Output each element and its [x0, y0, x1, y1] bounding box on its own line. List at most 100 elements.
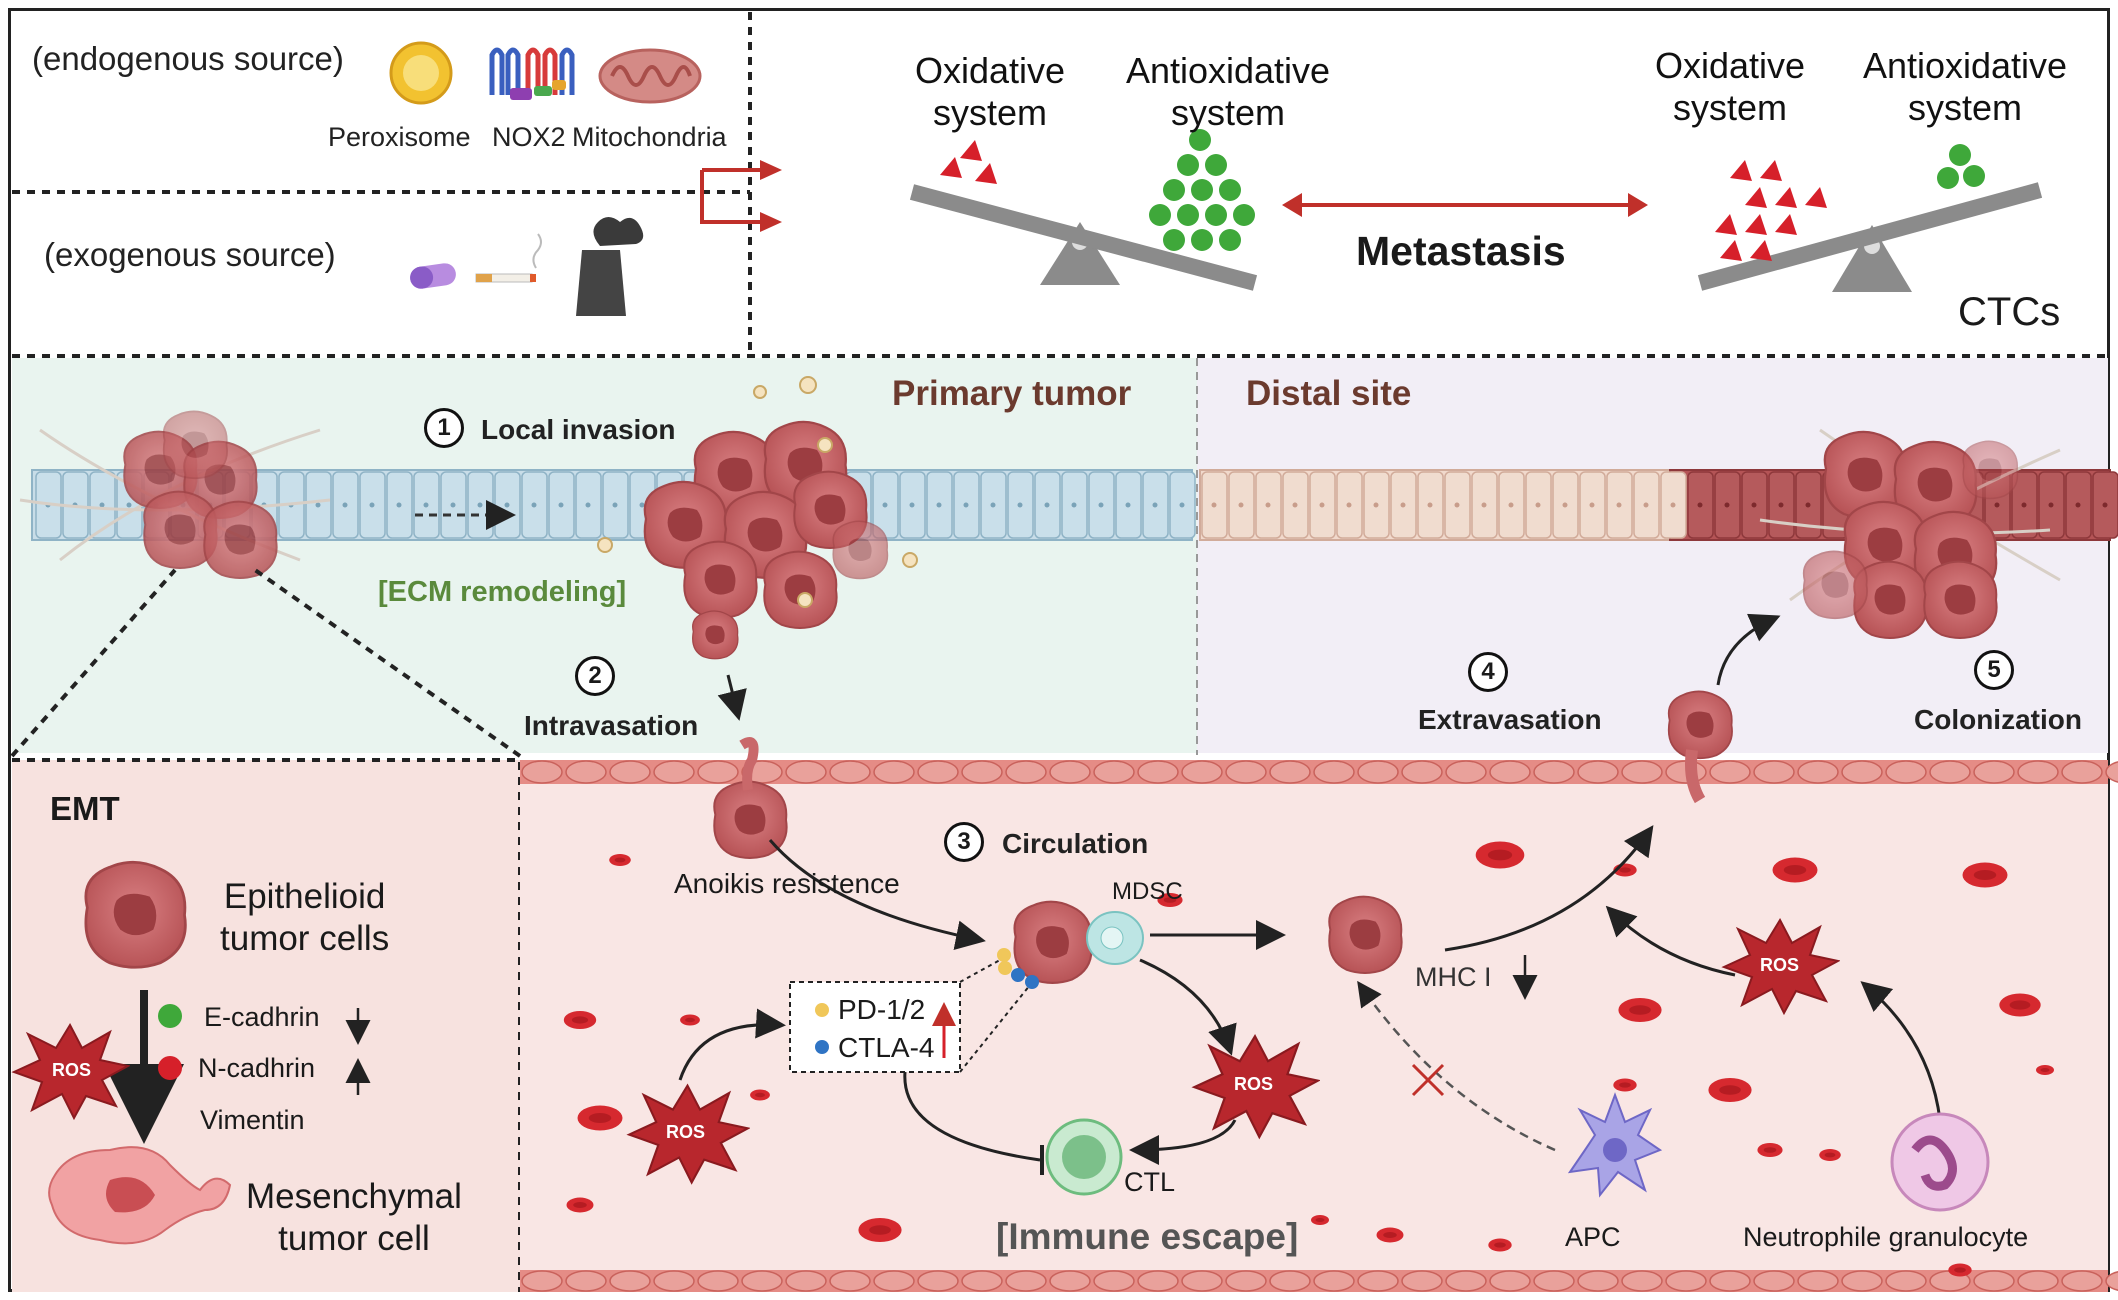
red-blood-cell [1376, 1227, 1404, 1243]
endothelial-cell [961, 1270, 1003, 1292]
mitochondria-label: Mitochondria [572, 122, 727, 152]
nox2-icon [489, 47, 575, 100]
endothelial-cell [1005, 760, 1047, 784]
ecm-remodeling-label: [ECM remodeling] [378, 576, 627, 608]
endothelial-cell [1885, 760, 1927, 784]
step-2-badge: 2 [575, 656, 615, 696]
endogenous-label: (endogenous source) [32, 40, 344, 77]
balance-right [1697, 144, 2043, 292]
endothelial-cell [1401, 760, 1443, 784]
endothelial-cell [1049, 760, 1091, 784]
oxidative-label-right: Oxidative system [1654, 45, 1806, 128]
red-blood-cell [1819, 1149, 1841, 1161]
red-blood-cell [2036, 1065, 2054, 1075]
balance-left [909, 129, 1258, 291]
ctcs-label: CTCs [1958, 290, 2061, 334]
distal-site-title: Distal site [1246, 374, 1412, 413]
endothelial-cell [1841, 760, 1883, 784]
endothelial-cell [1621, 760, 1663, 784]
red-blood-cell [680, 1014, 700, 1026]
endothelial-cell [521, 760, 563, 784]
endothelial-cell [1445, 760, 1487, 784]
red-blood-cell [1475, 841, 1525, 869]
cigarette-icon [475, 233, 542, 283]
endothelial-cell [1489, 1270, 1531, 1292]
tumor-cell-single [692, 610, 739, 660]
endothelial-cell [1665, 1270, 1707, 1292]
epithelioid-cell-icon [84, 860, 187, 969]
red-blood-cell [1311, 1215, 1329, 1225]
antioxidative-label-left: Antioxidative system [1125, 50, 1331, 133]
endothelial-cell [785, 1270, 827, 1292]
primary-tumor-title: Primary tumor [892, 374, 1132, 413]
oxidative-label-left: Oxidative system [914, 50, 1066, 133]
endothelial-cell [1357, 760, 1399, 784]
n-cadherin-label: N-cadhrin [198, 1053, 316, 1083]
endothelial-cell [829, 760, 871, 784]
ros-neutrophil-label: ROS [1760, 955, 1800, 975]
checkpoint-box [789, 981, 961, 1073]
step-5-label: Colonization [1914, 704, 2082, 735]
endothelial-cell [565, 1270, 607, 1292]
endothelial-cell [1709, 760, 1751, 784]
ctc-cell [1013, 900, 1093, 984]
endothelial-cell [1753, 760, 1795, 784]
vessel-wall-top [520, 760, 2118, 784]
endothelial-cell [1093, 760, 1135, 784]
endothelial-cell [1181, 1270, 1223, 1292]
vimentin-label: Vimentin [200, 1105, 305, 1135]
epithelioid-label: Epithelioid tumor cells [220, 877, 390, 958]
step-1-label: Local invasion [481, 414, 676, 445]
red-blood-cell [1948, 1263, 1972, 1277]
red-blood-cell [563, 1011, 597, 1029]
endothelial-cell [917, 760, 959, 784]
ctla-label: CTLA-4 [838, 1032, 935, 1063]
endothelial-cell [653, 1270, 695, 1292]
endothelial-cell [961, 760, 1003, 784]
vessel-wall-bottom [520, 1270, 2118, 1292]
endothelial-cell [1005, 1270, 1047, 1292]
step-1-badge: 1 [424, 408, 464, 448]
red-blood-cell [566, 1197, 594, 1213]
neutrophil-cell [1890, 1112, 1990, 1212]
ros-center-label: ROS [1234, 1074, 1274, 1094]
red-blood-cell [1962, 862, 2008, 888]
endothelial-cell [1797, 760, 1839, 784]
endothelial-cell [1401, 1270, 1443, 1292]
endothelial-cell [1753, 1270, 1795, 1292]
endothelial-cell [1885, 1270, 1927, 1292]
endothelial-cell [1313, 760, 1355, 784]
red-blood-cell [1708, 1078, 1752, 1102]
endothelial-cell [1533, 760, 1575, 784]
endothelial-cell [1445, 1270, 1487, 1292]
endothelial-cell [873, 760, 915, 784]
endothelial-cell [1225, 1270, 1267, 1292]
step-2-label: Intravasation [524, 710, 699, 741]
peroxisome-label: Peroxisome [328, 122, 471, 152]
endothelial-cell [917, 1270, 959, 1292]
endothelial-cell [1313, 1270, 1355, 1292]
endothelial-cell [609, 1270, 651, 1292]
endothelial-cell [2061, 760, 2103, 784]
endothelial-cell [1093, 1270, 1135, 1292]
endothelial-cell [1489, 760, 1531, 784]
neutrophil-label: Neutrophile granulocyte [1743, 1222, 2029, 1252]
step-4-label: Extravasation [1418, 704, 1602, 735]
red-blood-cell [1772, 857, 1818, 883]
factory-icon [576, 217, 644, 316]
endothelial-cell [1973, 760, 2015, 784]
endothelial-cell [2017, 1270, 2059, 1292]
antioxidative-label-right: Antioxidative system [1862, 45, 2068, 128]
endothelial-cell [1709, 1270, 1751, 1292]
endothelial-cell [1049, 1270, 1091, 1292]
endothelial-cell [2105, 761, 2118, 783]
red-blood-cell [1613, 1078, 1637, 1092]
mhc-label: MHC I [1415, 962, 1492, 992]
red-blood-cell [577, 1105, 623, 1131]
endothelial-cell [2061, 1270, 2103, 1292]
mdsc-cell [1086, 911, 1144, 965]
red-blood-cell [1618, 998, 1662, 1022]
red-blood-cell [1488, 1238, 1512, 1252]
immune-escape-label: [Immune escape] [996, 1216, 1299, 1257]
metastasis-label: Metastasis [1356, 228, 1566, 274]
